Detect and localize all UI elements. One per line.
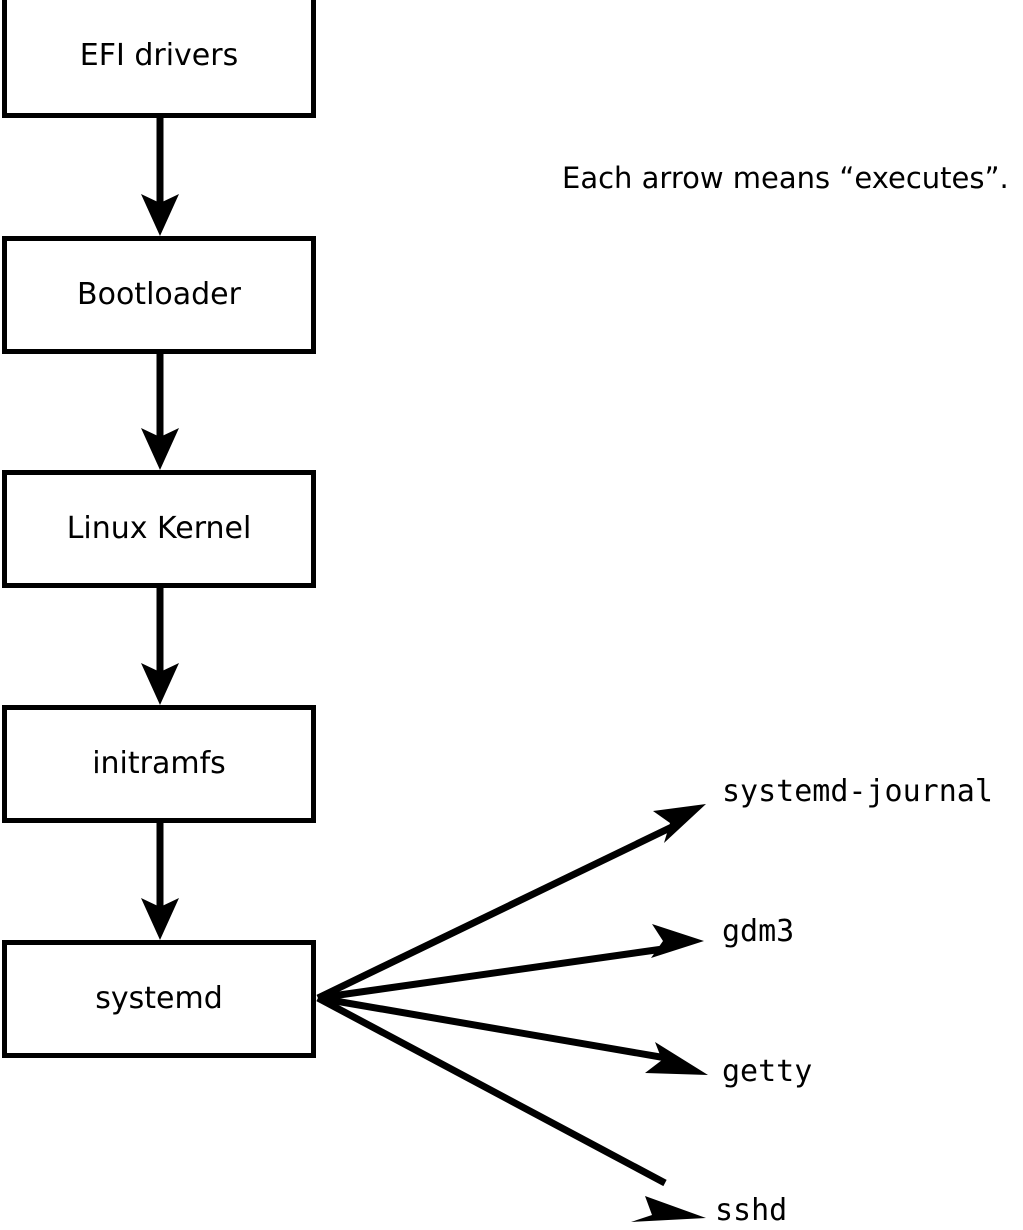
service-label-sshd[interactable]: sshd [715,1193,788,1228]
stage-label-bootloader: Bootloader [77,277,241,312]
fan-arrow-sshd [316,994,706,1222]
chain-arrow-efi-to-bootloader [141,118,179,236]
chain-arrow-initramfs-to-systemd [141,823,179,940]
fan-arrow-gdm3 [317,924,704,1002]
stage-label-systemd: systemd [95,981,223,1016]
stage-label-initramfs: initramfs [92,746,226,781]
stage-box-bootloader[interactable]: Bootloader [2,236,316,354]
legend-note: Each arrow means “executes”. [562,161,1009,195]
chain-arrow-kernel-to-initramfs [141,588,179,705]
stage-label-efi-drivers: EFI drivers [79,38,239,73]
service-label-systemd-journal[interactable]: systemd-journal [722,774,993,809]
stage-box-efi-drivers[interactable]: EFI drivers [2,0,316,118]
stage-label-linux-kernel: Linux Kernel [66,511,252,546]
chain-arrow-bootloader-to-kernel [141,354,179,470]
stage-box-initramfs[interactable]: initramfs [2,705,316,823]
service-label-gdm3[interactable]: gdm3 [722,914,795,949]
stage-box-linux-kernel[interactable]: Linux Kernel [2,470,316,588]
service-label-getty[interactable]: getty [722,1054,813,1089]
stage-box-systemd[interactable]: systemd [2,940,316,1058]
fan-arrow-systemd-journal [316,804,706,1002]
fan-arrow-getty [317,994,708,1075]
